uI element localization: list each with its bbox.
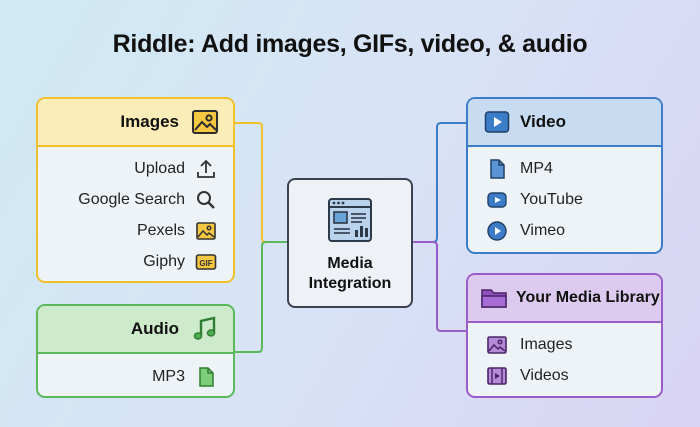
connector-audio	[234, 241, 287, 353]
list-item-vimeo[interactable]: Vimeo	[468, 215, 661, 246]
center-label-line1: Media	[327, 255, 373, 272]
list-item-mp3[interactable]: MP3	[38, 361, 233, 392]
list-item-giphy[interactable]: Giphy GIF	[38, 246, 233, 277]
play-icon	[486, 189, 508, 211]
music-note-icon	[191, 315, 219, 343]
audio-card-title: Audio	[130, 319, 179, 338]
images-card-header: Images	[38, 99, 233, 147]
connector-video	[413, 122, 467, 243]
connector-library	[413, 241, 467, 332]
svg-text:GIF: GIF	[199, 259, 212, 268]
center-label-line2: Integration	[308, 275, 392, 292]
image-icon	[486, 334, 508, 356]
upload-icon	[195, 158, 217, 180]
list-item-upload[interactable]: Upload	[38, 153, 233, 184]
images-card-title: Images	[120, 112, 179, 131]
file-icon	[195, 366, 217, 388]
media-library-card: Your Media Library Images Videos	[466, 273, 663, 398]
audio-card-header: Audio	[38, 306, 233, 354]
diagram-title: Riddle: Add images, GIFs, video, & audio	[112, 30, 588, 58]
media-library-card-title: Your Media Library	[516, 289, 660, 306]
search-icon	[195, 189, 217, 211]
image-icon	[195, 220, 217, 242]
file-icon	[486, 158, 508, 180]
dashboard-window-icon	[326, 196, 374, 244]
connector-images	[234, 122, 287, 243]
video-card-title: Video	[520, 112, 566, 131]
video-card: Video MP4 YouTube Vimeo	[466, 97, 663, 254]
audio-card: Audio MP3	[36, 304, 235, 398]
media-integration-node: Media Integration	[287, 178, 413, 308]
folder-icon	[480, 285, 508, 311]
images-card: Images Upload Google Search Pexels Giphy	[36, 97, 235, 283]
list-item-youtube[interactable]: YouTube	[468, 184, 661, 215]
list-item-library-videos[interactable]: Videos	[468, 360, 661, 391]
image-icon	[191, 108, 219, 136]
list-item-library-images[interactable]: Images	[468, 329, 661, 360]
film-icon	[486, 365, 508, 387]
list-item-google-search[interactable]: Google Search	[38, 184, 233, 215]
list-item-mp4[interactable]: MP4	[468, 153, 661, 184]
play-circle-icon	[486, 220, 508, 242]
gif-icon: GIF	[195, 251, 217, 273]
play-icon	[484, 109, 510, 135]
video-card-header: Video	[468, 99, 661, 147]
media-library-card-header: Your Media Library	[468, 275, 661, 323]
list-item-pexels[interactable]: Pexels	[38, 215, 233, 246]
